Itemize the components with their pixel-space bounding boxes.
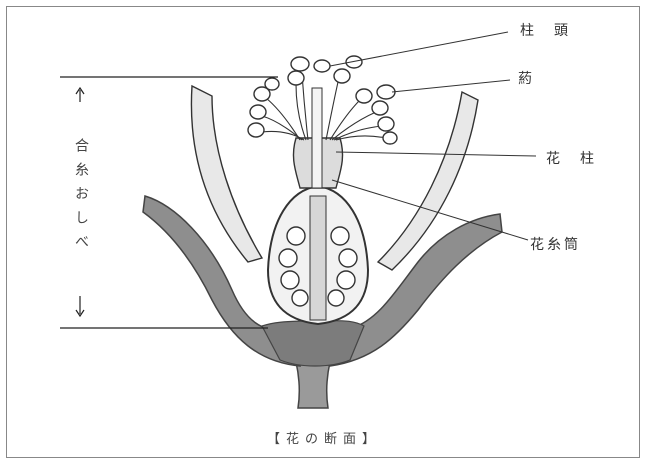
figure-caption: 【花の断面】	[0, 428, 648, 447]
stamen-range-bracket	[60, 77, 278, 328]
label-monadelphous-stamen: 合糸おしべ	[74, 138, 88, 258]
label-style: 花 柱	[546, 148, 597, 168]
style-column	[312, 88, 322, 188]
stigma	[314, 60, 330, 72]
label-anther: 葯	[518, 68, 535, 88]
label-stigma: 柱 頭	[520, 20, 571, 40]
label-filament-tube: 花糸筒	[530, 234, 581, 254]
placenta-column	[310, 196, 326, 320]
filaments	[262, 74, 386, 140]
stem	[296, 362, 330, 408]
